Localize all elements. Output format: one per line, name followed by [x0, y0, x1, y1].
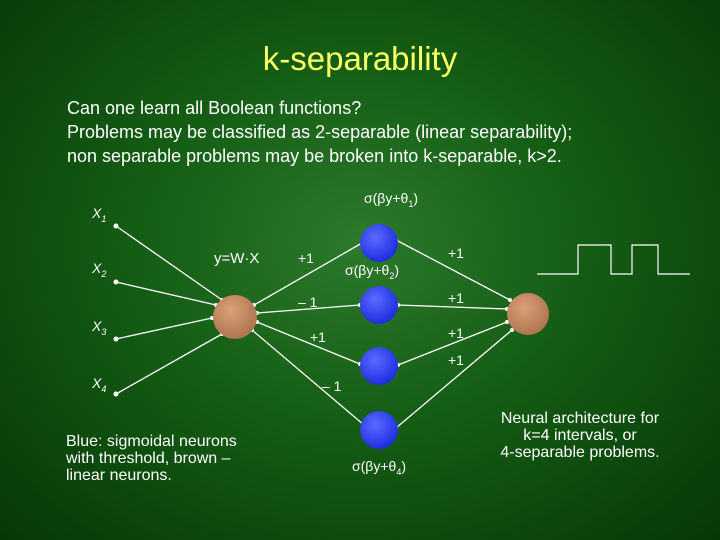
sigmoid-neuron-4: [360, 411, 398, 449]
sigmoid-label-1: σ(βy+θ1): [364, 190, 419, 209]
edge-s1-out: [395, 239, 511, 301]
edge-s2-out: [397, 304, 508, 310]
weight-out-3: +1: [448, 325, 464, 341]
interval-waveform: [537, 244, 690, 275]
weight-in-3: +1: [310, 329, 326, 345]
hidden-edges: [251, 242, 365, 426]
edge-s3-out: [397, 321, 508, 366]
weight-out-4: +1: [448, 352, 464, 368]
edge-x1-linear: [115, 225, 223, 301]
body-line: Can one learn all Boolean functions?: [67, 98, 362, 118]
input-edges: [115, 225, 223, 395]
edge-x4-linear: [115, 333, 223, 395]
weight-out-2: +1: [448, 290, 464, 306]
edge-linear-s3: [256, 321, 361, 365]
body-line: Problems may be classified as 2-separabl…: [67, 122, 573, 142]
body-line: non separable problems may be broken int…: [67, 146, 562, 166]
sigmoid-label-4: σ(βy+θ4): [352, 458, 407, 477]
edge-x2-linear: [115, 281, 217, 306]
sigmoid-neuron-3: [360, 347, 398, 385]
legend-note: Blue: sigmoidal neurons with threshold, …: [66, 433, 237, 484]
edge-x3-linear: [115, 317, 213, 340]
sigmoid-neuron-1: [360, 224, 398, 262]
input-label-x1: X1: [92, 205, 107, 224]
sigmoid-neuron-2: [360, 286, 398, 324]
slide-title: k-separability: [262, 40, 458, 77]
weight-in-1: +1: [298, 250, 314, 266]
output-neuron: [507, 293, 549, 335]
architecture-note: Neural architecture for k=4 intervals, o…: [500, 410, 660, 461]
sigmoid-label-2: σ(βy+θ2): [345, 262, 400, 281]
weight-in-2: – 1: [298, 294, 318, 310]
slide-body: Can one learn all Boolean functions? Pro…: [67, 96, 707, 168]
weight-out-1: +1: [448, 245, 464, 261]
edge-linear-s2: [256, 304, 361, 314]
input-label-x2: X2: [92, 260, 107, 279]
edge-linear-s1: [253, 242, 363, 306]
linear-function-label: y=W·X: [214, 250, 260, 267]
linear-neuron: [213, 295, 257, 339]
edge-s4-out: [395, 329, 513, 429]
output-edges: [395, 239, 513, 429]
weight-in-4: – 1: [322, 378, 342, 394]
input-label-x4: X4: [92, 375, 107, 394]
input-label-x3: X3: [92, 318, 107, 337]
edge-linear-s4: [251, 329, 365, 426]
